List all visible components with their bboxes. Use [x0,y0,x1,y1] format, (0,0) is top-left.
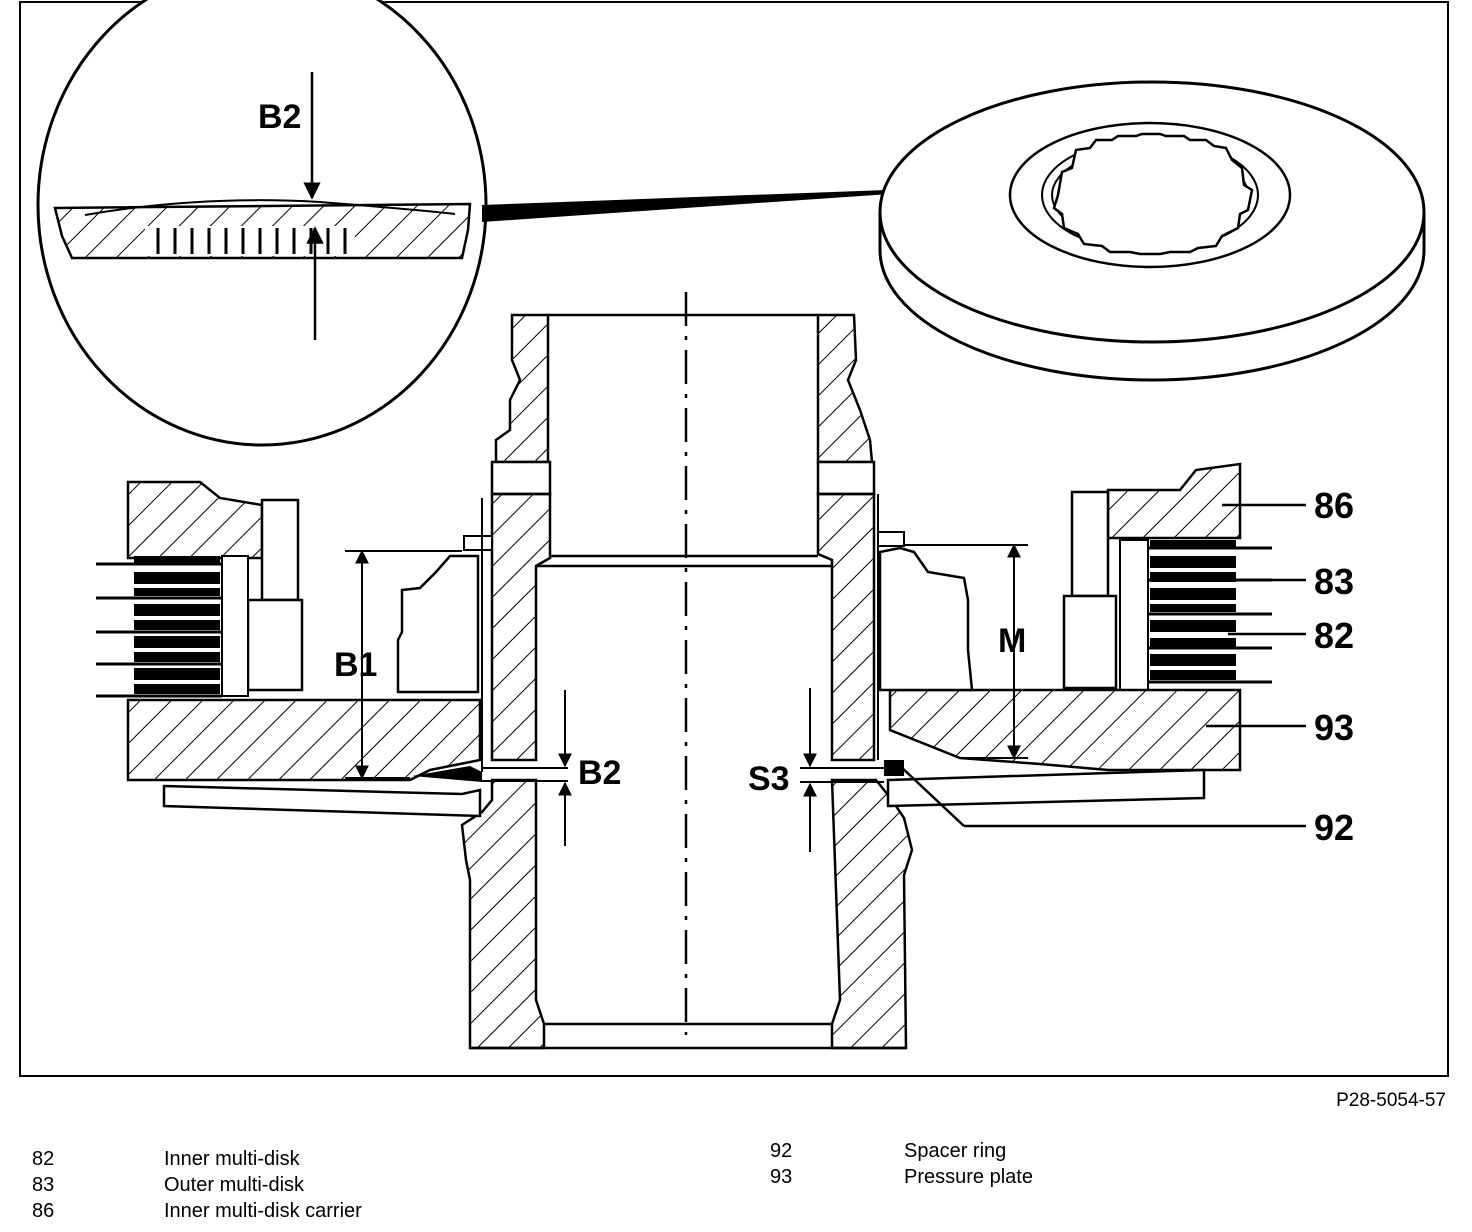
legend-item: 86 Inner multi-disk carrier [32,1198,362,1224]
legend-item: 82 Inner multi-disk [32,1146,362,1172]
legend-text: Inner multi-disk carrier [164,1200,362,1222]
legend-left: 82 Inner multi-disk 83 Outer multi-disk … [32,1146,362,1224]
legend-text: Inner multi-disk [164,1148,300,1170]
legend-right: 92 Spacer ring 93 Pressure plate [770,1138,1033,1190]
callout-leaders [899,503,1306,828]
dim-label-b2-detail: B2 [258,98,301,136]
dim-label-b2: B2 [578,754,621,792]
right-disk-pack [1062,462,1272,691]
left-disk-pack [96,480,304,698]
drawing-frame [19,1,1449,1077]
right-pressure-plate [877,494,1242,808]
dimension-lines [345,543,1028,852]
spacer-ring [884,760,904,776]
legend-item: 83 Outer multi-disk [32,1172,362,1198]
dim-label-m: M [998,622,1026,660]
left-pressure-plate [126,498,493,818]
hub-shaft [460,292,914,1050]
legend-number: 93 [770,1166,793,1188]
legend-item: 92 Spacer ring [770,1138,1033,1164]
legend-number: 92 [770,1140,793,1162]
legend-number: 82 [32,1148,55,1170]
callout-86: 86 [1314,485,1354,526]
legend-number: 83 [32,1174,55,1196]
dim-label-b1: B1 [334,646,377,684]
legend-text: Spacer ring [904,1140,1007,1162]
detail-view-b2: B2 [36,0,488,447]
legend-item: 93 Pressure plate [770,1164,1033,1190]
callout-83: 83 [1314,561,1354,602]
dim-label-s3: S3 [748,760,790,798]
legend-text: Pressure plate [904,1166,1033,1188]
callout-93: 93 [1314,707,1354,748]
callout-92: 92 [1314,807,1354,848]
figure-reference: P28-5054-57 [1336,1090,1446,1111]
callout-82: 82 [1314,615,1354,656]
disk-perspective-view [878,80,1426,382]
legend-number: 86 [32,1200,55,1222]
legend-text: Outer multi-disk [164,1174,305,1196]
